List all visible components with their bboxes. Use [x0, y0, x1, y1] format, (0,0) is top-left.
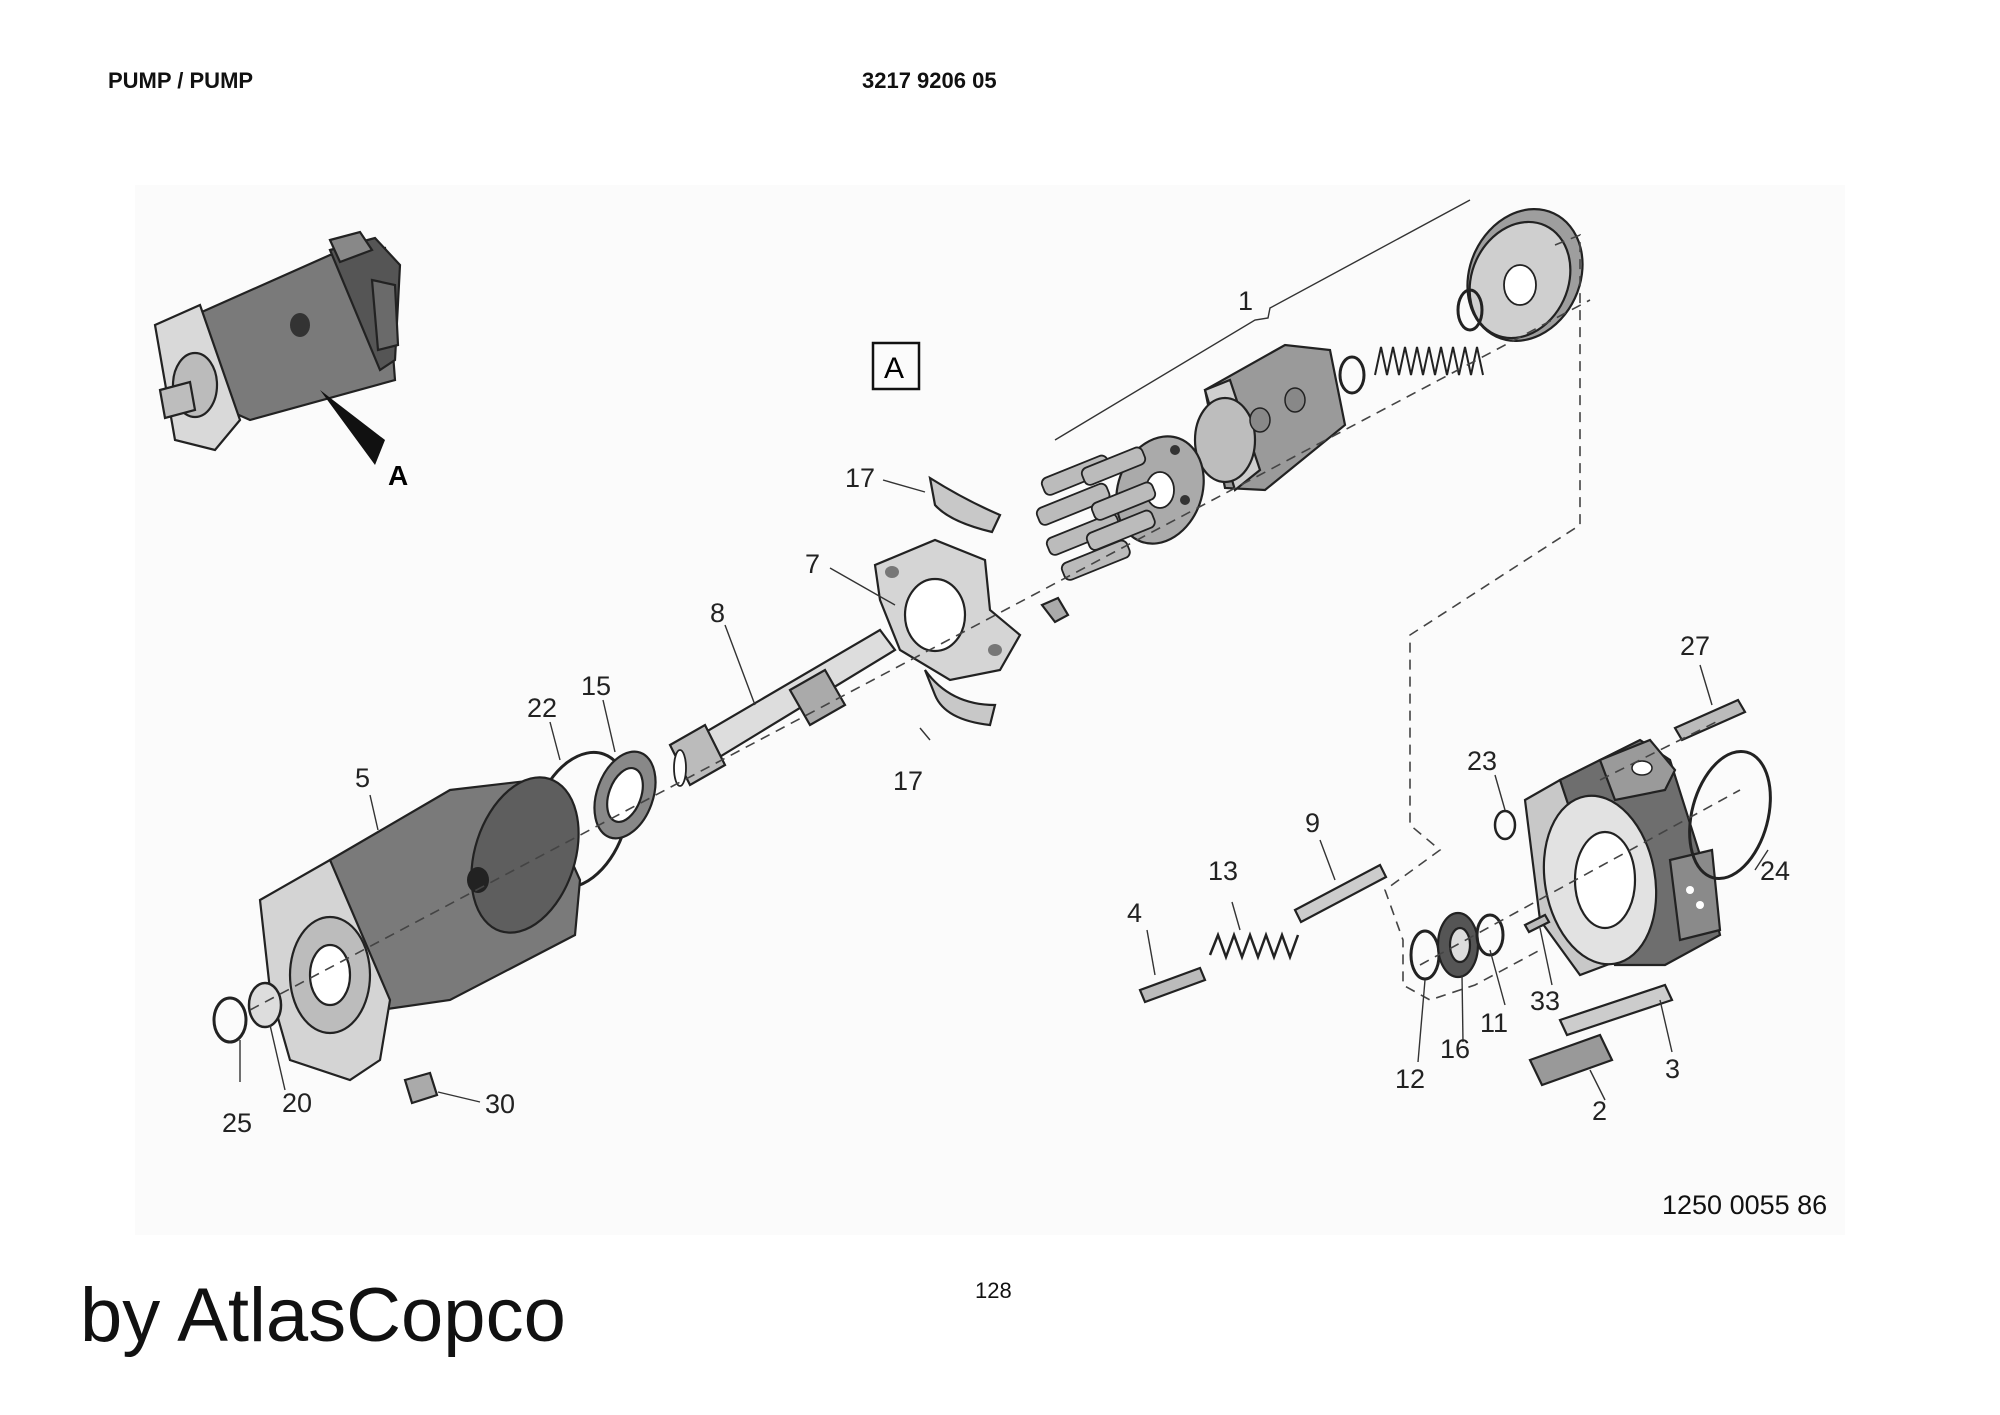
bearing-15: [593, 750, 657, 840]
overview-pump: [153, 230, 402, 452]
spool-9: [1293, 863, 1388, 924]
detail-arrow-label: A: [388, 460, 408, 491]
small-plug: [1040, 596, 1070, 624]
page-number: 128: [975, 1278, 1012, 1303]
center-line-right: [1419, 789, 1741, 966]
callout-17-bottom: 17: [893, 766, 923, 796]
half-bearing-top: [928, 475, 1002, 534]
pin-33: [1523, 913, 1551, 934]
seal-20: [247, 981, 283, 1029]
callout-20: 20: [282, 1088, 312, 1118]
view-box-label: A: [884, 352, 904, 385]
pin-4: [1138, 966, 1207, 1004]
assembly-dash: [1384, 233, 1581, 1001]
assembly-bracket: [1054, 199, 1471, 441]
callout-9: 9: [1305, 808, 1320, 838]
callout-24: 24: [1760, 856, 1790, 886]
swash-plate: [873, 538, 1022, 682]
callout-2: 2: [1592, 1096, 1607, 1126]
callout-4: 4: [1127, 898, 1142, 928]
valve-plate: [1466, 208, 1584, 342]
callout-11: 11: [1480, 1008, 1508, 1038]
leader-lines: [239, 479, 1769, 1103]
callout-33: 33: [1530, 986, 1560, 1016]
cylinder-barrel: [1193, 343, 1347, 492]
detail-arrow: [320, 390, 385, 465]
callout-17-top: 17: [845, 463, 875, 493]
plug-30: [403, 1071, 439, 1105]
spring: [1374, 346, 1484, 376]
spring-13: [1208, 931, 1300, 961]
callout-30: 30: [485, 1089, 515, 1119]
o-ring-24: [1688, 749, 1772, 881]
sleeve-2: [1528, 1033, 1614, 1087]
callout-1: 1: [1238, 286, 1253, 316]
part-number: 3217 9206 05: [862, 68, 997, 93]
callout-27: 27: [1680, 631, 1710, 661]
callout-7: 7: [805, 549, 820, 579]
circlip-11: [1475, 913, 1505, 957]
callout-13: 13: [1208, 856, 1238, 886]
half-bearing-bottom: [923, 669, 997, 727]
callout-5: 5: [355, 763, 370, 793]
end-cover: [1523, 738, 1722, 977]
small-ring: [1338, 355, 1366, 395]
callout-12: 12: [1395, 1064, 1425, 1094]
pistons: [1035, 446, 1157, 581]
bolt-27: [1673, 698, 1747, 742]
callout-23: 23: [1467, 746, 1497, 776]
o-ring-23: [1493, 809, 1517, 841]
page-title: PUMP / PUMP: [108, 68, 254, 93]
center-line-main: [249, 299, 1591, 1011]
callout-3: 3: [1665, 1054, 1680, 1084]
spring-ring: [1456, 288, 1484, 332]
callout-15: 15: [581, 671, 611, 701]
pin-3: [1558, 983, 1674, 1037]
callout-25: 25: [222, 1108, 252, 1138]
callout-16: 16: [1440, 1034, 1470, 1064]
callout-22: 22: [527, 693, 557, 723]
view-box: [871, 341, 921, 391]
reference-number: 1250 0055 86: [1662, 1190, 1828, 1220]
bolt-dash: [1599, 719, 1721, 781]
watermark: by AtlasCopco: [80, 1273, 566, 1358]
retaining-ring-25: [212, 996, 248, 1044]
callout-8: 8: [710, 598, 725, 628]
drive-shaft: [668, 628, 897, 787]
